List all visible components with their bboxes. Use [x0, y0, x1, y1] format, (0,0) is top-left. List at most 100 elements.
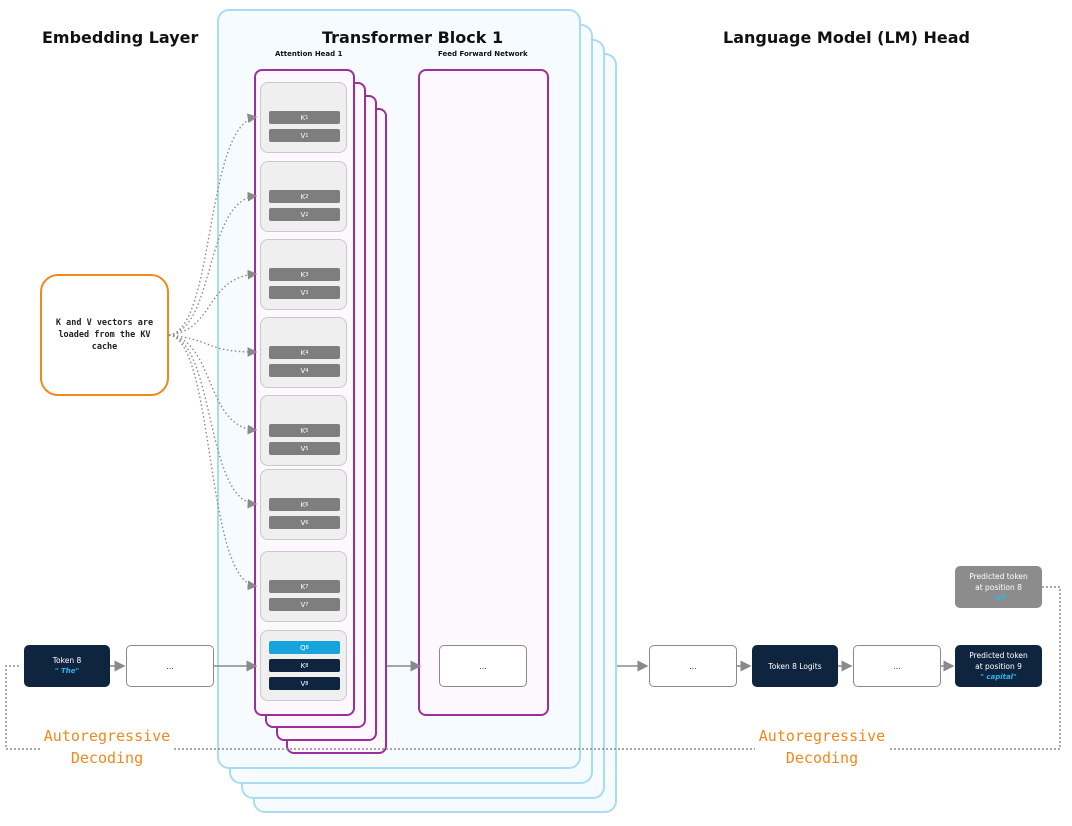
key-label: K	[300, 348, 306, 357]
value-index: 1	[305, 132, 309, 139]
value-index: 8	[305, 680, 309, 687]
value-index: 4	[305, 367, 309, 374]
key-index: 1	[305, 114, 309, 121]
ellipsis-text: ...	[166, 661, 174, 671]
predicted-token-next: Predicted token at position 9 " capital"	[955, 645, 1042, 687]
lm-ellipsis-node-2: ...	[853, 645, 941, 687]
attention-head-title: Attention Head 1	[275, 50, 343, 58]
key-label: K	[300, 113, 306, 122]
value-index: 6	[305, 519, 309, 526]
value-index: 7	[305, 601, 309, 608]
embedding-layer-title: Embedding Layer	[42, 28, 199, 47]
value-label: V	[300, 210, 306, 219]
predicted-prev-value: " of"	[989, 593, 1008, 602]
key-index: 6	[305, 501, 309, 508]
key-index: 3	[305, 271, 309, 278]
query-label: Q	[300, 643, 306, 652]
predicted-prev-line1: Predicted token	[969, 571, 1028, 581]
kv-load-curve	[168, 191, 258, 336]
key-label: K	[300, 192, 306, 201]
autoregressive-label-left: Autoregressive Decoding	[40, 725, 174, 769]
value-label: V	[300, 366, 306, 375]
query-index: 8	[305, 644, 309, 651]
value-label: V	[300, 131, 306, 140]
ellipsis-text: ...	[893, 661, 901, 671]
ellipsis-text: ...	[479, 661, 487, 671]
key-index: 4	[305, 349, 309, 356]
ellipsis-text: ...	[689, 661, 697, 671]
key-index: 5	[305, 427, 309, 434]
input-token-node: Token 8 " The"	[24, 645, 110, 687]
predicted-next-line1: Predicted token	[969, 650, 1028, 660]
autoregressive-line1: Autoregressive	[43, 727, 171, 745]
value-label: V	[300, 600, 306, 609]
value-label: V	[300, 518, 306, 527]
autoregressive-line2: Decoding	[785, 749, 859, 767]
embedding-ellipsis-node: ...	[126, 645, 214, 687]
kv-cache-note: K and V vectors are loaded from the KV c…	[40, 274, 169, 396]
value-label: V	[300, 679, 306, 688]
logits-node: Token 8 Logits	[752, 645, 838, 687]
autoregressive-line1: Autoregressive	[758, 727, 886, 745]
input-token-value: " The"	[54, 667, 80, 675]
value-index: 5	[305, 445, 309, 452]
ffn-ellipsis-node: ...	[439, 645, 527, 687]
key-index: 7	[305, 583, 309, 590]
key-label: K	[300, 270, 306, 279]
kv-load-curve	[168, 334, 258, 591]
value-label: V	[300, 288, 306, 297]
lm-ellipsis-node-1: ...	[649, 645, 737, 687]
input-token-label: Token 8	[52, 656, 82, 665]
predicted-prev-line2: at position 8	[975, 582, 1022, 592]
key-label: K	[300, 582, 306, 591]
autoregressive-line2: Decoding	[70, 749, 144, 767]
value-index: 3	[305, 289, 309, 296]
lm-head-title: Language Model (LM) Head	[723, 28, 970, 47]
key-index: 2	[305, 193, 309, 200]
kv-load-curve	[168, 334, 258, 509]
key-label: K	[300, 661, 306, 670]
predicted-token-prev: Predicted token at position 8 " of"	[955, 566, 1042, 608]
transformer-block-title: Transformer Block 1	[322, 28, 504, 47]
predicted-next-value: " capital"	[980, 672, 1017, 681]
autoregressive-label-right: Autoregressive Decoding	[755, 725, 889, 769]
key-label: K	[300, 500, 306, 509]
kv-load-curve	[168, 113, 258, 336]
ffn-title: Feed Forward Network	[438, 50, 528, 58]
kv-load-curve	[168, 334, 258, 357]
value-label: V	[300, 444, 306, 453]
predicted-next-line2: at position 9	[975, 661, 1022, 671]
value-index: 2	[305, 211, 309, 218]
feed-forward-network	[418, 69, 549, 716]
logits-label: Token 8 Logits	[768, 661, 822, 671]
key-label: K	[300, 426, 306, 435]
kv-load-curve	[168, 334, 258, 435]
key-index: 8	[305, 662, 309, 669]
